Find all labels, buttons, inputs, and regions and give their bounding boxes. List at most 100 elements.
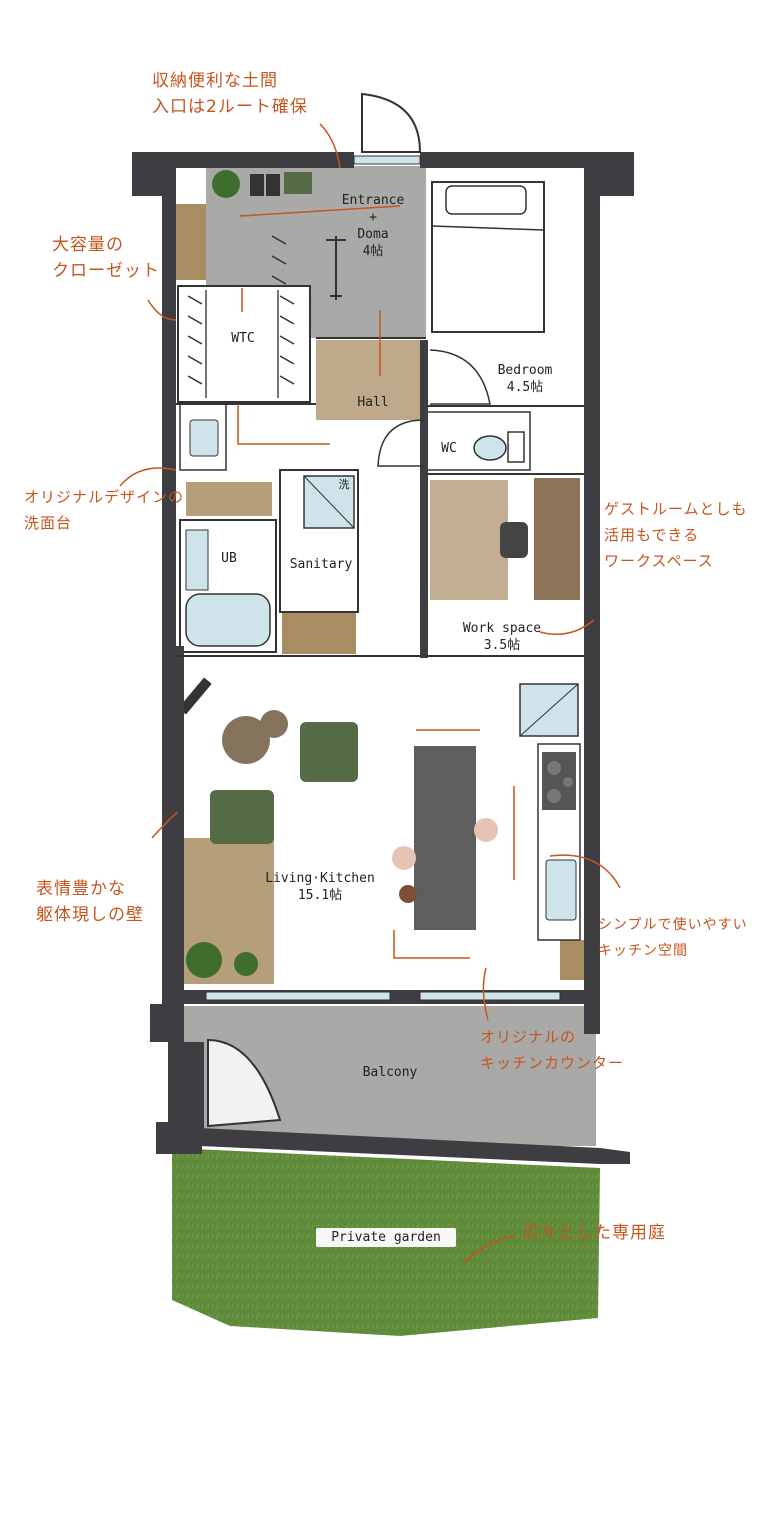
note-line: 大容量の xyxy=(52,235,124,255)
stool-icon xyxy=(399,885,417,903)
blanket-line xyxy=(431,225,545,231)
room-label-wc: WC xyxy=(434,440,464,457)
plant-icon xyxy=(186,942,222,978)
toilet-tank-icon xyxy=(507,431,525,463)
room-label-hall: Hall xyxy=(348,394,398,411)
plant-icon xyxy=(234,952,258,976)
toilet-icon xyxy=(473,435,507,461)
note-line: オリジナルデザインの xyxy=(24,488,185,506)
burner-3 xyxy=(563,777,573,787)
note-original-counter: オリジナルの キッチンカウンター xyxy=(480,1024,624,1076)
workspace-size: 3.5帖 xyxy=(483,638,521,653)
ub-basin-icon xyxy=(185,529,209,591)
workspace-label: Work space xyxy=(462,621,542,636)
wash-mark: 洗 xyxy=(338,478,350,491)
note-garden: 広々とした専用庭 xyxy=(522,1220,666,1246)
note-line: キッチンカウンター xyxy=(480,1054,625,1072)
sanitary-label: Sanitary xyxy=(289,557,353,572)
room-label-sanitary: Sanitary xyxy=(284,556,358,573)
washer-mark: 洗 xyxy=(334,476,354,493)
note-line: キッチン空間 xyxy=(598,943,688,959)
bedroom-label: Bedroom xyxy=(497,363,553,378)
partitions xyxy=(176,337,584,657)
note-line: シンプルで使いやすい xyxy=(598,917,748,933)
arrow-icon xyxy=(237,205,515,959)
room-label-workspace: Work space 3.5帖 xyxy=(452,620,552,654)
room-label-bedroom: Bedroom 4.5帖 xyxy=(488,362,562,396)
entrance-line3: Doma xyxy=(357,227,389,242)
note-vanity: オリジナルデザインの 洗面台 xyxy=(24,484,184,536)
workspace-wood xyxy=(430,480,508,600)
note-line: ワークスペース xyxy=(604,552,714,570)
entrance-size: 4帖 xyxy=(362,244,384,259)
tv-icon xyxy=(178,677,212,715)
note-line: クローゼット xyxy=(52,261,160,281)
window-living xyxy=(205,991,391,1001)
room-label-balcony: Balcony xyxy=(350,1064,430,1081)
workspace-desk xyxy=(534,478,580,600)
note-line: 表情豊かな xyxy=(36,879,126,899)
note-line: 収納便利な土間 xyxy=(152,71,278,91)
hall-wood xyxy=(316,340,422,420)
sink-icon xyxy=(545,859,577,921)
door-swing-icon xyxy=(377,419,425,467)
door-swing-icon xyxy=(429,349,491,405)
armchair-2-icon xyxy=(210,790,274,844)
hall-label: Hall xyxy=(357,395,389,410)
person-1-icon xyxy=(392,846,416,870)
storage-box xyxy=(284,172,312,194)
fridge-diag xyxy=(519,683,579,737)
note-simple-kitchen: シンプルで使いやすい キッチン空間 xyxy=(598,912,748,964)
note-exposed-wall: 表情豊かな 躯体現しの壁 xyxy=(36,876,144,928)
bedroom-size: 4.5帖 xyxy=(506,380,544,395)
note-line: 洗面台 xyxy=(24,514,73,532)
pouf-1-icon xyxy=(222,716,270,764)
wtc-label: WTC xyxy=(231,331,255,346)
storage-box xyxy=(266,174,280,196)
note-line: 広々とした専用庭 xyxy=(522,1223,666,1243)
wtc-hangers xyxy=(187,235,295,385)
living-kitchen-size: 15.1帖 xyxy=(297,888,343,903)
office-chair-icon xyxy=(500,522,528,558)
pouf-2-icon xyxy=(260,710,288,738)
room-label-ub: UB xyxy=(214,550,244,567)
person-2-icon xyxy=(474,818,498,842)
armchair-1-icon xyxy=(300,722,358,782)
sanitary-wood xyxy=(282,612,356,654)
note-entrance-storage: 収納便利な土間 入口は2ルート確保 xyxy=(152,68,308,120)
room-label-living-kitchen: Living·Kitchen 15.1帖 xyxy=(252,870,388,904)
hall-wood-2 xyxy=(186,482,272,516)
note-line: 入口は2ルート確保 xyxy=(152,97,308,117)
entrance-line1: Entrance xyxy=(341,193,405,208)
storage-box xyxy=(250,174,264,196)
ub-label: UB xyxy=(221,551,237,566)
note-line: 躯体現しの壁 xyxy=(36,905,144,925)
bathtub-icon xyxy=(185,593,271,647)
window-top xyxy=(353,155,421,165)
entrance-line2: + xyxy=(369,210,377,225)
note-line: 活用もできる xyxy=(604,526,700,544)
pillow-icon xyxy=(445,185,527,215)
note-guest-room: ゲストルームとしも 活用もできる ワークスペース xyxy=(604,496,748,574)
balcony-label: Balcony xyxy=(362,1065,418,1080)
note-line: オリジナルの xyxy=(480,1028,577,1046)
entrance-wood xyxy=(176,204,206,280)
door-swing-icon xyxy=(361,92,422,153)
note-line: ゲストルームとしも xyxy=(604,500,748,518)
balcony-door-arc-icon xyxy=(207,1038,282,1128)
note-closet: 大容量の クローゼット xyxy=(52,232,160,284)
bicycle-icon xyxy=(326,236,346,300)
burner-2 xyxy=(547,789,561,803)
washer-diag xyxy=(303,475,355,529)
burner-1 xyxy=(547,761,561,775)
window-kitchen xyxy=(419,991,561,1001)
garden-label: Private garden xyxy=(316,1228,456,1247)
kitchen-island xyxy=(414,746,476,930)
kitchen-wood xyxy=(560,940,584,980)
room-label-entrance: Entrance + Doma 4帖 xyxy=(328,192,418,260)
room-label-garden: Private garden xyxy=(316,1228,456,1247)
vanity-sink-icon xyxy=(189,419,219,457)
wc-label: WC xyxy=(441,441,457,456)
living-kitchen-label: Living·Kitchen xyxy=(265,871,375,886)
